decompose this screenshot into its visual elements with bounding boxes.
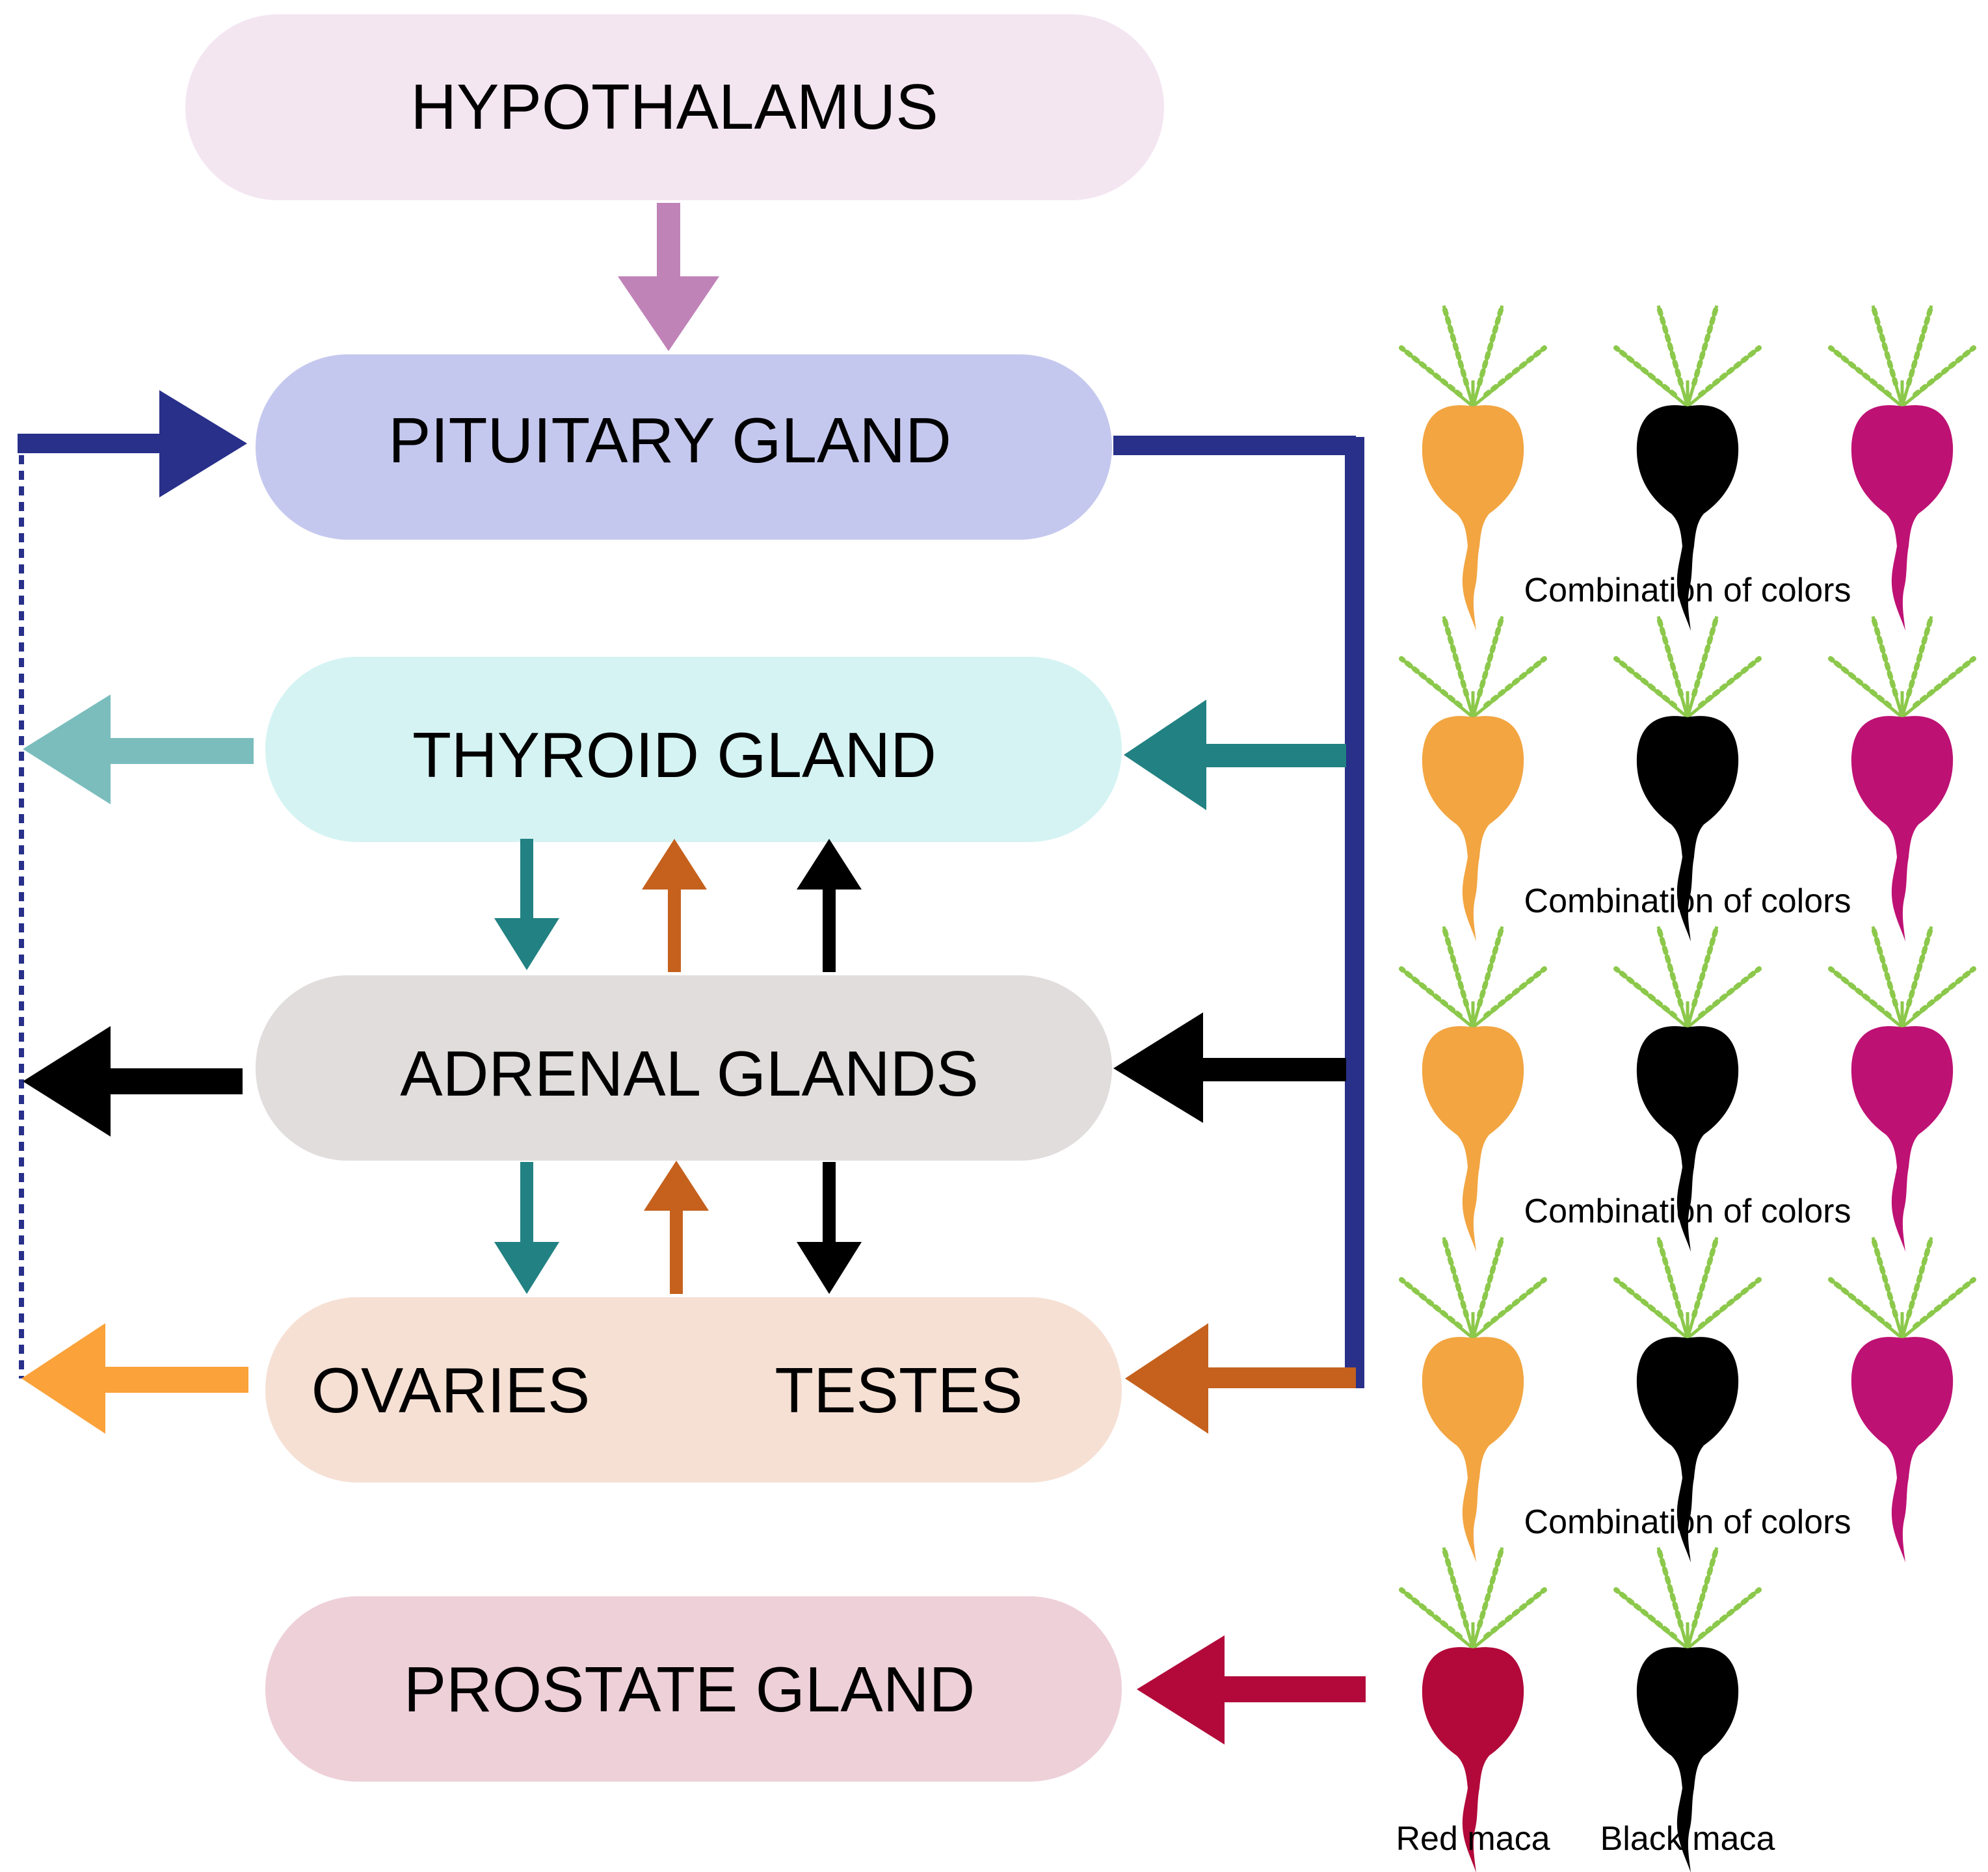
maca-leaves-icon <box>1616 616 1759 717</box>
bus-to-gonads-arrow <box>1125 1323 1356 1434</box>
adrenal-output-arrow <box>23 1026 243 1137</box>
prostate-box: PROSTATE GLAND <box>265 1596 1122 1782</box>
gonads-output-arrow <box>21 1323 248 1434</box>
maca-leaves-icon <box>1401 927 1544 1027</box>
thyroid-box-bg <box>265 657 1122 842</box>
maca-root-icon <box>1851 1337 1954 1562</box>
ovaries-label: OVARIES <box>311 1354 590 1426</box>
maca-group-caption: Combination of colors <box>1524 572 1851 609</box>
maca-yellow-root <box>1401 306 1544 631</box>
pituitary-label: PITUITARY GLAND <box>388 404 951 476</box>
maca-magenta-root <box>1831 927 1974 1252</box>
maca-group-caption: Combination of colors <box>1524 1193 1851 1230</box>
maca-root-icon <box>1851 716 1954 942</box>
maca-group-caption: Combination of colors <box>1524 1503 1851 1541</box>
adrenal-to-thyroid-black-arrow <box>797 839 862 972</box>
hypothalamus-box-bg <box>185 14 1164 200</box>
thyroid-label: THYROID GLAND <box>412 719 936 791</box>
gonads-box-bg <box>265 1297 1122 1483</box>
maca-leaves-icon <box>1616 1237 1759 1338</box>
maca-group-caption: Combination of colors <box>1524 882 1851 920</box>
thyroid-output-arrow <box>23 694 254 804</box>
bus-to-adrenal-arrow <box>1113 1012 1346 1123</box>
hypothalamus-label: HYPOTHALAMUS <box>410 71 938 142</box>
prostate-box-bg <box>265 1596 1122 1782</box>
bus-to-thyroid-arrow <box>1124 700 1346 810</box>
maca-yellow-root <box>1401 927 1544 1252</box>
gonads-box: OVARIES TESTES <box>265 1297 1122 1483</box>
maca-leaves-icon <box>1401 1237 1544 1338</box>
hypothalamus-to-pituitary-arrow <box>618 203 719 351</box>
adrenal-box-bg <box>256 975 1112 1161</box>
thyroid-box: THYROID GLAND <box>265 657 1122 842</box>
maca-leaves-icon <box>1401 306 1544 406</box>
maca-leaves-icon <box>1831 927 1974 1027</box>
maca-leaves-icon <box>1831 616 1974 717</box>
maca-leaves-icon <box>1616 927 1759 1027</box>
maca-single-caption: Black maca <box>1600 1820 1775 1858</box>
maca-root-icon <box>1851 1026 1954 1252</box>
testes-label: TESTES <box>775 1354 1022 1426</box>
adrenal-to-gonads-teal-arrow <box>494 1162 559 1294</box>
pituitary-box-bg <box>256 354 1112 540</box>
maca-leaves-icon <box>1616 306 1759 406</box>
maca-leaves-icon <box>1831 306 1974 406</box>
maca-root-icon <box>1851 405 1954 631</box>
adrenal-label: ADRENAL GLANDS <box>400 1038 979 1109</box>
maca-magenta-root <box>1831 1237 1974 1562</box>
maca-root-icon <box>1422 716 1524 942</box>
maca-magenta-root <box>1831 616 1974 942</box>
gonads-to-adrenal-orange-arrow <box>644 1161 709 1294</box>
maca-leaves-icon <box>1401 1548 1544 1648</box>
maca-to-prostate-arrow <box>1137 1635 1366 1745</box>
maca-single-caption: Red maca <box>1396 1820 1550 1858</box>
thyroid-to-adrenal-teal-arrow <box>494 839 559 970</box>
maca-yellow-root <box>1401 1237 1544 1562</box>
pituitary-box: PITUITARY GLAND <box>256 354 1112 540</box>
adrenal-to-gonads-black-arrow <box>797 1162 862 1294</box>
maca-leaves-icon <box>1831 1237 1974 1338</box>
maca-leaves-icon <box>1616 1548 1759 1648</box>
maca-magenta-root <box>1831 306 1974 631</box>
adrenal-to-thyroid-orange-arrow <box>642 839 707 972</box>
hypothalamus-box: HYPOTHALAMUS <box>185 14 1164 200</box>
maca-root-icon <box>1422 1026 1524 1252</box>
pituitary-output-bus <box>1113 436 1364 1388</box>
feedback-arrow-to-pituitary <box>18 390 247 497</box>
maca-yellow-root <box>1401 616 1544 942</box>
maca-root-icon <box>1422 1337 1524 1562</box>
adrenal-box: ADRENAL GLANDS <box>256 975 1112 1161</box>
prostate-label: PROSTATE GLAND <box>404 1654 975 1725</box>
maca-root-icon <box>1422 405 1524 631</box>
maca-leaves-icon <box>1401 616 1544 717</box>
